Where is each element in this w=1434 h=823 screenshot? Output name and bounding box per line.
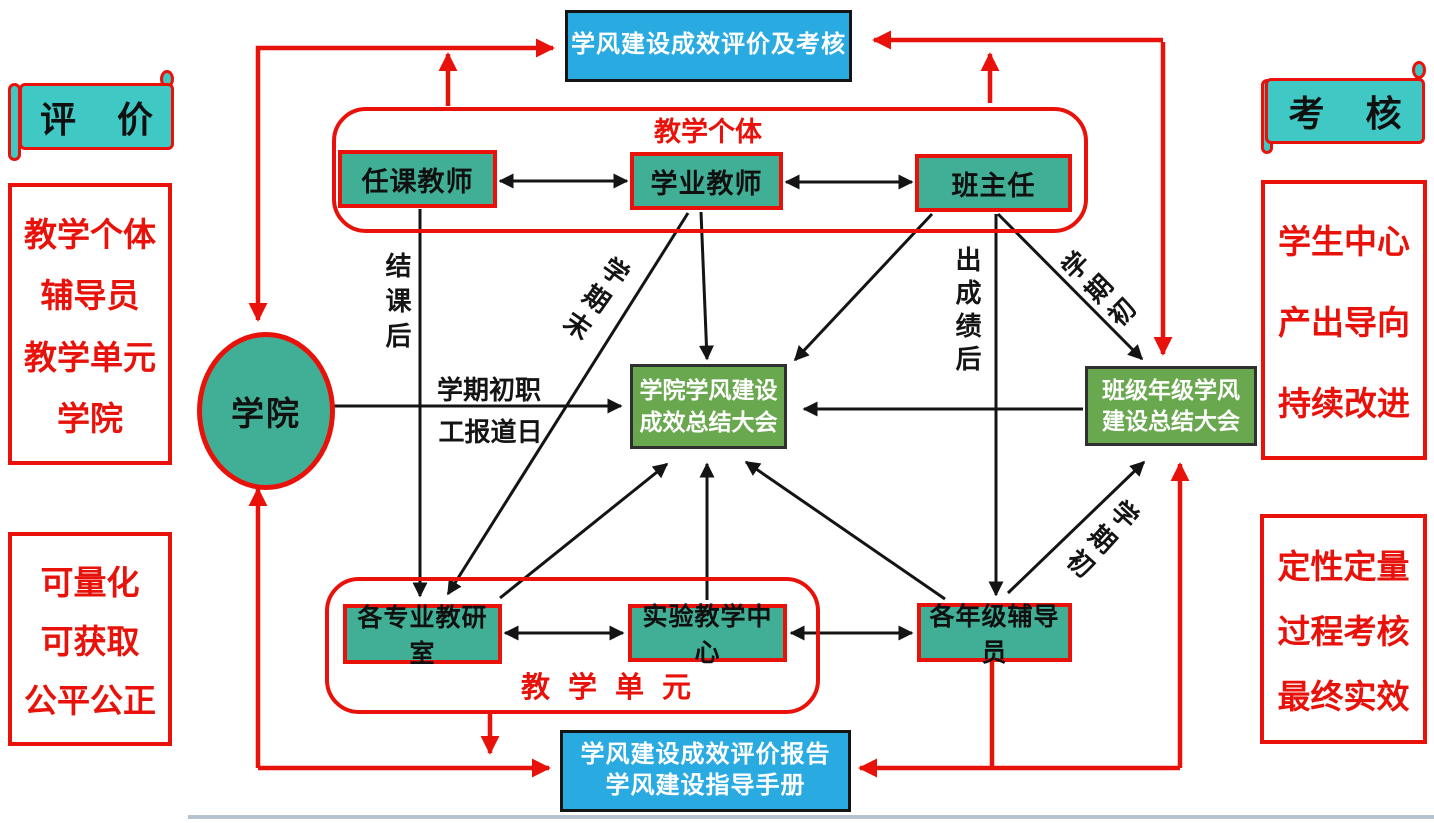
- evaluation-banner: 评 价: [8, 70, 176, 165]
- arrow-director-to-grade-meeting: [996, 212, 1144, 361]
- red-arrows: [248, 30, 1190, 778]
- list-item: 教学个体: [24, 217, 156, 254]
- edge-label-after-grades: 出成绩后: [952, 246, 981, 378]
- academic-teacher-node: 学业教师: [630, 152, 783, 210]
- grade-meeting-line1: 班级年级学风: [1102, 377, 1240, 403]
- lab-center-node: 实验教学中心: [628, 604, 787, 667]
- grade-meeting-node: 班级年级学风 建设总结大会: [1085, 366, 1257, 446]
- subject-teacher-node: 任课教师: [338, 150, 497, 208]
- edge-label-after-course-end: 结课后: [382, 252, 411, 357]
- list-item: 教学单元: [24, 340, 156, 377]
- list-item: 辅导员: [40, 279, 140, 316]
- top-evaluation-label: 学风建设成效评价及考核: [571, 32, 846, 59]
- assessment-methods-box: 定性定量 过程考核 最终实效: [1260, 514, 1427, 744]
- arrow-counselors-to-grade-meeting: [1006, 460, 1146, 595]
- arrow-academic-to-office: [446, 212, 690, 596]
- assessment-banner-label: 考 核: [1265, 78, 1425, 144]
- list-item: 产出导向: [1278, 305, 1410, 342]
- list-item: 可获取: [40, 624, 140, 661]
- list-item: 公平公正: [24, 684, 156, 721]
- evaluation-principles-box: 可量化 可获取 公平公正: [8, 532, 172, 746]
- scroll-knob-icon: [1412, 61, 1426, 79]
- arrow-counselors-to-college-meeting: [744, 460, 946, 601]
- evaluation-objects-box: 教学个体 辅导员 教学单元 学院: [8, 183, 172, 465]
- assessment-banner: 考 核: [1260, 58, 1428, 158]
- college-meeting-line1: 学院学风建设: [639, 378, 778, 404]
- assessment-concepts-box: 学生中心 产出导向 持续改进: [1261, 180, 1427, 460]
- list-item: 定性定量: [1277, 550, 1410, 587]
- bottom-report-line2: 学风建设指导手册: [605, 773, 806, 799]
- grade-counselors-node: 各年级辅导员: [917, 603, 1072, 667]
- list-item: 过程考核: [1277, 614, 1410, 651]
- edge-label-staff-report-line1: 学期初职: [436, 376, 541, 405]
- list-item: 最终实效: [1277, 679, 1410, 716]
- teaching-unit-label: 教学单元: [520, 672, 709, 704]
- edge-label-staff-report-line2: 工报道日: [438, 418, 543, 447]
- bottom-report-box: 学风建设成效评价报告 学风建设指导手册: [560, 730, 851, 812]
- red-top-left-link: [248, 38, 555, 322]
- list-item: 持续改进: [1278, 387, 1410, 424]
- college-meeting-node: 学院学风建设 成效总结大会: [630, 364, 787, 449]
- teaching-individual-label: 教学个体: [654, 117, 762, 147]
- class-director-node: 班主任: [915, 154, 1072, 212]
- college-meeting-line2: 成效总结大会: [639, 409, 778, 435]
- college-node: 学院: [197, 332, 335, 490]
- grade-meeting-line2: 建设总结大会: [1102, 409, 1240, 434]
- teaching-unit-container: [325, 577, 820, 714]
- arrow-director-to-college-meeting: [793, 212, 934, 362]
- top-evaluation-box: 学风建设成效评价及考核: [565, 10, 852, 82]
- slide-bottom-divider: [188, 815, 1434, 819]
- list-item: 可量化: [40, 565, 140, 602]
- arrow-office-to-college-meeting: [499, 462, 669, 600]
- list-item: 学生中心: [1278, 224, 1410, 261]
- bottom-report-line1: 学风建设成效评价报告: [580, 741, 831, 768]
- evaluation-banner-label: 评 价: [19, 83, 174, 150]
- list-item: 学院: [57, 402, 123, 439]
- research-office-node: 各专业教研室: [343, 604, 502, 668]
- arrow-academic-to-college-meeting: [698, 211, 714, 361]
